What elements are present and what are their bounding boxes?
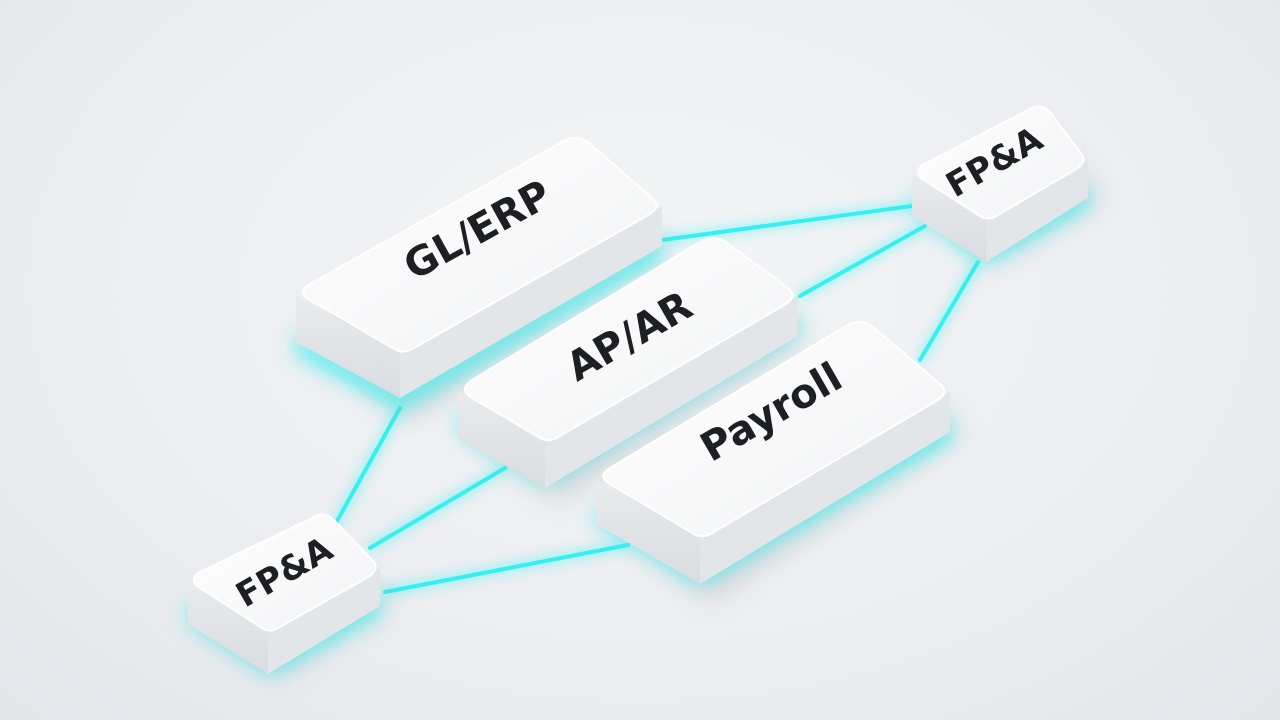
connection-ap-ar-to-fpa-bottom: [368, 466, 507, 550]
connection-gl-erp-to-fpa-top: [660, 204, 914, 242]
node-fpa-top[interactable]: FP&A: [912, 105, 1098, 262]
connection-ap-ar-to-fpa-top: [798, 224, 927, 298]
node-ap-ar[interactable]: AP/AR: [458, 237, 808, 502]
connection-payroll-to-fpa-bottom: [383, 543, 630, 594]
connection-gl-erp-to-fpa-bottom: [330, 406, 402, 532]
node-payroll[interactable]: Payroll: [596, 321, 960, 600]
connection-payroll-to-fpa-top: [918, 260, 980, 362]
node-fpa-bottom[interactable]: FP&A: [188, 513, 390, 676]
connection-lines: [330, 204, 980, 594]
